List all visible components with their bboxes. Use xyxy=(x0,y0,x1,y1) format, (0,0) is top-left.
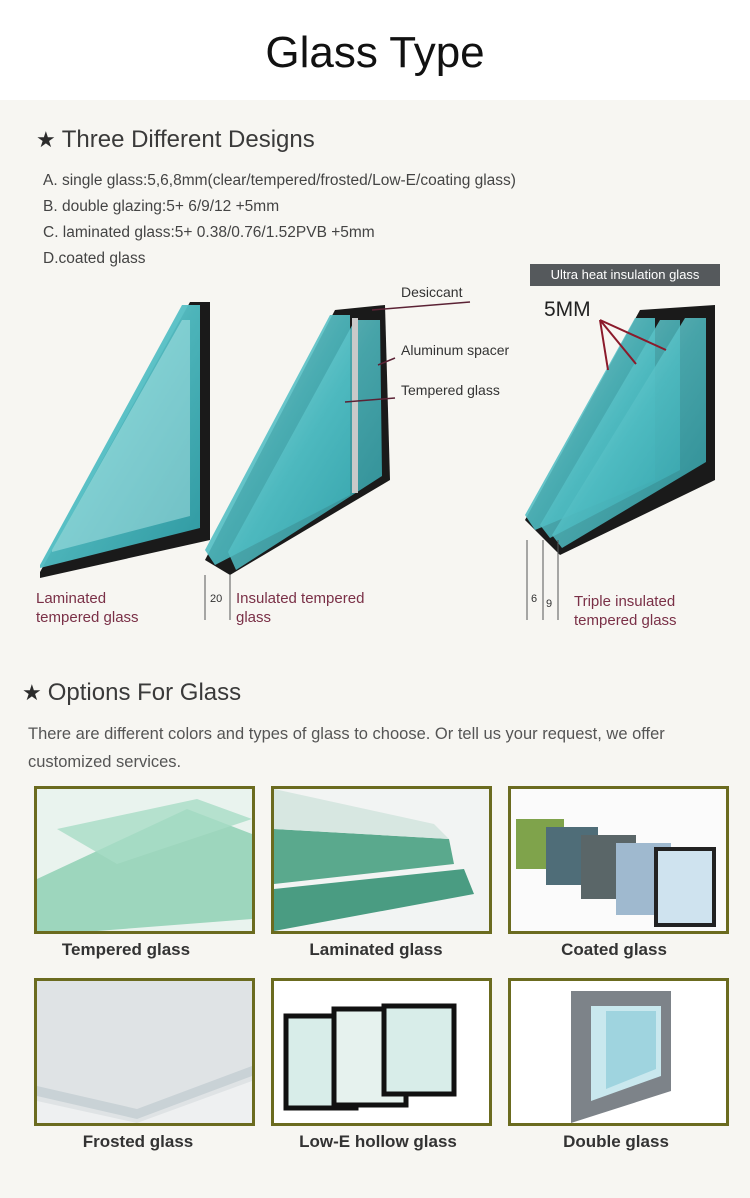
frosted-image xyxy=(37,981,252,1123)
option-card-coated[interactable] xyxy=(508,786,729,934)
glass-diagram xyxy=(40,301,715,620)
option-label-frosted: Frosted glass xyxy=(82,1132,194,1151)
callout-desiccant: Desiccant xyxy=(401,284,463,300)
option-label-lowe: Low-E hollow glass xyxy=(299,1132,457,1151)
option-label-coated: Coated glass xyxy=(561,940,667,959)
option-card-laminated[interactable] xyxy=(271,786,492,934)
dim-6: 6 xyxy=(531,593,538,605)
star-icon: ★ xyxy=(22,680,42,705)
label-triple: Triple insulated tempered glass xyxy=(574,593,677,629)
label-laminated: Laminated tempered glass xyxy=(36,590,139,626)
star-icon: ★ xyxy=(36,127,56,152)
designs-heading: ★ Three Different Designs xyxy=(36,126,315,154)
options-heading: ★ Options For Glass xyxy=(22,679,241,707)
option-card-tempered[interactable] xyxy=(34,786,255,934)
label-insulated: Insulated tempered glass xyxy=(236,590,365,626)
option-label-tempered: Tempered glass xyxy=(61,940,191,959)
option-card-double[interactable] xyxy=(508,978,729,1126)
thickness-label: 5MM xyxy=(544,298,591,321)
option-label-laminated: Laminated glass xyxy=(309,940,443,959)
laminated-illustration xyxy=(40,302,210,578)
option-card-lowe[interactable] xyxy=(271,978,492,1126)
triple-illustration xyxy=(525,305,715,620)
option-card-frosted[interactable] xyxy=(34,978,255,1126)
double-image xyxy=(511,981,726,1123)
options-intro: There are different colors and types of … xyxy=(28,725,665,771)
design-line-c: C. laminated glass:5+ 0.38/0.76/1.52PVB … xyxy=(43,224,375,241)
design-line-d: D.coated glass xyxy=(43,250,146,267)
callout-tempered: Tempered glass xyxy=(401,382,500,398)
options-heading-text: Options For Glass xyxy=(47,679,242,706)
dim-9: 9 xyxy=(546,598,553,610)
dim-20: 20 xyxy=(210,593,223,605)
design-line-a: A. single glass:5,6,8mm(clear/tempered/f… xyxy=(43,172,516,189)
callout-spacer: Aluminum spacer xyxy=(401,342,510,358)
designs-heading-text: Three Different Designs xyxy=(61,126,315,153)
tempered-image xyxy=(37,789,252,931)
laminated-image xyxy=(274,789,489,931)
insulated-illustration xyxy=(204,305,390,620)
page-title: Glass Type xyxy=(265,28,485,77)
design-line-b: B. double glazing:5+ 6/9/12 +5mm xyxy=(43,198,280,215)
coated-image xyxy=(511,789,726,931)
option-label-double: Double glass xyxy=(563,1132,669,1151)
lowe-image xyxy=(274,981,489,1123)
ultra-banner: Ultra heat insulation glass xyxy=(530,264,720,286)
